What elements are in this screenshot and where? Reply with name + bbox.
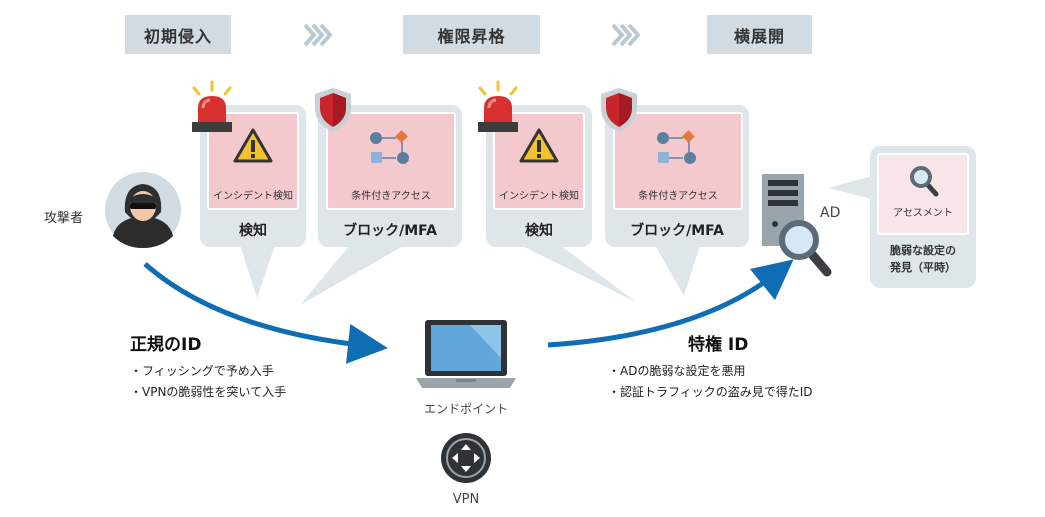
- phase-privilege-escalation: 権限昇格: [403, 15, 540, 54]
- defense-bubble-block-1: 条件付きアクセス ブロック/MFA: [318, 105, 462, 247]
- vpn-label: VPN: [452, 492, 480, 507]
- card-label: アセスメント: [893, 208, 953, 219]
- siren-icon: [192, 80, 232, 132]
- assessment-line: 脆弱な設定の: [890, 244, 956, 257]
- shield-icon: [601, 88, 637, 132]
- bullet-item: ・認証トラフィックの盗み見で得たID: [608, 385, 813, 399]
- legitimate-id-heading: 正規のID: [130, 335, 202, 355]
- result-label: 検知: [239, 223, 267, 239]
- shield-icon: [315, 88, 351, 132]
- result-label: ブロック/MFA: [630, 223, 724, 239]
- phase-initial-access: 初期侵入: [125, 15, 231, 54]
- laptop-icon: [416, 320, 516, 388]
- router-icon: [441, 433, 491, 483]
- attacker-label: 攻撃者: [44, 211, 84, 226]
- bullet-item: ・VPNの脆弱性を突いて入手: [130, 385, 287, 399]
- ad-label: AD: [820, 205, 841, 221]
- chevron-right-icon: [303, 23, 332, 47]
- warning-icon: [519, 128, 559, 163]
- defense-bubble-block-2: 条件付きアクセス ブロック/MFA: [605, 105, 749, 247]
- hacker-avatar: [105, 172, 181, 248]
- search-icon: [910, 166, 939, 197]
- bullet-item: ・ADの脆弱な設定を悪用: [608, 364, 746, 378]
- incident-detection-card: インシデント検知: [493, 112, 585, 210]
- flow-icon: [370, 130, 409, 164]
- card-label: 条件付きアクセス: [638, 191, 718, 202]
- endpoint-label: エンドポイント: [423, 402, 508, 416]
- magnifier-icon: [779, 220, 832, 277]
- flow-icon: [657, 130, 696, 164]
- assessment-line: 発見（平時）: [890, 261, 956, 274]
- defense-bubble-detect-1: インシデント検知 検知: [200, 105, 306, 247]
- card-label: インシデント検知: [213, 191, 293, 202]
- card-label: インシデント検知: [499, 191, 579, 202]
- defense-bubble-detect-2: インシデント検知 検知: [486, 105, 592, 247]
- warning-icon: [233, 128, 273, 163]
- privileged-id-heading: 特権 ID: [688, 335, 749, 355]
- result-label: ブロック/MFA: [343, 223, 437, 239]
- chevron-right-icon: [611, 23, 640, 47]
- conditional-access-card: 条件付きアクセス: [613, 112, 743, 210]
- siren-icon: [478, 80, 518, 132]
- phase-lateral-movement: 横展開: [707, 15, 812, 54]
- conditional-access-card: 条件付きアクセス: [326, 112, 456, 210]
- bullet-item: ・フィッシングで予め入手: [130, 364, 274, 378]
- assessment-card: アセスメント: [877, 153, 969, 235]
- arrow-to-ad: [547, 259, 794, 348]
- assessment-bubble: アセスメント 脆弱な設定の 発見（平時）: [870, 146, 976, 288]
- result-label: 検知: [525, 223, 553, 239]
- assessment-caption: 脆弱な設定の 発見（平時）: [870, 242, 976, 276]
- card-label: 条件付きアクセス: [351, 191, 431, 202]
- arrow-to-endpoint: [143, 262, 388, 364]
